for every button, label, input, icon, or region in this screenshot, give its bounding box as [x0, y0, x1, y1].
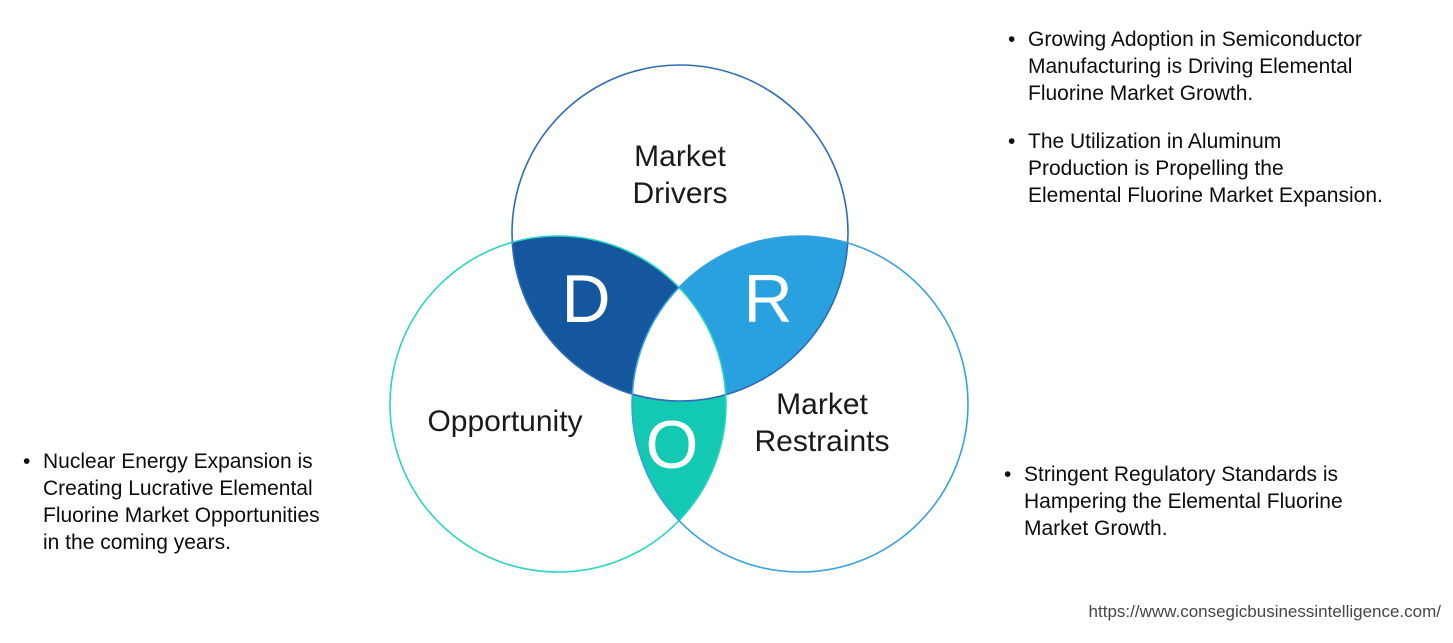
bullet-icon: •: [1004, 463, 1012, 486]
drivers-restraints-overlap: [632, 236, 848, 401]
source-url: https://www.consegicbusinessintelligence…: [1088, 602, 1441, 621]
list-item: • Stringent Regulatory Standards is Hamp…: [1004, 461, 1424, 542]
opportunity-annotations: • Nuclear Energy Expansion is Creating L…: [23, 448, 383, 556]
overlap-letter-d: D: [561, 261, 611, 337]
overlap-letter-o: O: [645, 407, 699, 483]
driver-annotation-text: The Utilization in Aluminum Production i…: [1028, 130, 1383, 207]
restraints-annotations: • Stringent Regulatory Standards is Hamp…: [1004, 461, 1424, 542]
restraint-annotation-text: Stringent Regulatory Standards is Hamper…: [1024, 463, 1343, 540]
driver-annotation-text: Growing Adoption in Semiconductor Manufa…: [1028, 28, 1362, 105]
bullet-icon: •: [1008, 28, 1016, 51]
opportunity-circle-outline: [389, 235, 727, 573]
list-item: • The Utilization in Aluminum Production…: [1008, 128, 1436, 209]
restraints-circle-outline: [631, 235, 969, 573]
overlap-letter-r: R: [743, 261, 793, 337]
drivers-opportunity-overlap: [512, 236, 726, 401]
drivers-circle-outline: [511, 64, 849, 402]
bullet-icon: •: [1008, 130, 1016, 153]
bullet-icon: •: [23, 450, 31, 473]
drivers-label: Market Drivers: [632, 140, 728, 210]
list-item: • Nuclear Energy Expansion is Creating L…: [23, 448, 383, 556]
opportunity-label: Opportunity: [427, 405, 583, 438]
opportunity-annotation-text: Nuclear Energy Expansion is Creating Luc…: [43, 450, 320, 554]
list-item: • Growing Adoption in Semiconductor Manu…: [1008, 26, 1436, 107]
drivers-annotations: • Growing Adoption in Semiconductor Manu…: [1008, 26, 1436, 209]
restraints-label: Market Restraints: [754, 388, 890, 458]
